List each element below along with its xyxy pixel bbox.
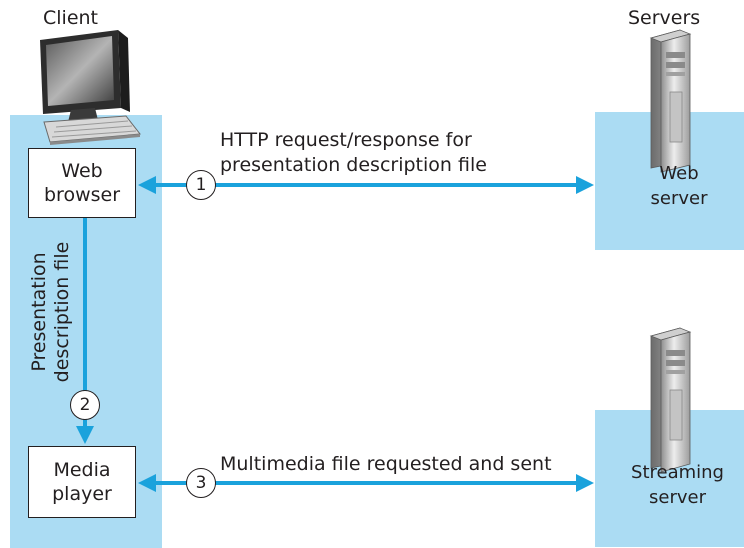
media-player-box: Media player: [28, 446, 136, 518]
step-3-marker: 3: [186, 468, 216, 498]
step-1-label-line-1: HTTP request/response for: [220, 129, 472, 151]
desktop-computer-icon: [40, 30, 141, 145]
step-3-arrow: [138, 474, 594, 492]
web-browser-label-line-1: Web: [61, 160, 103, 182]
media-player-label-line-1: Media: [53, 459, 111, 481]
step-2-marker: 2: [70, 390, 100, 420]
presentation-description-file-label: Presentation description file: [28, 232, 74, 392]
streaming-server-label-line-2: server: [649, 487, 706, 508]
step-3-label: Multimedia file requested and sent: [220, 453, 552, 475]
vertical-label-line-2: description file: [51, 241, 73, 383]
step-1-label-line-2: presentation description file: [220, 154, 487, 176]
web-server-label-line-2: server: [650, 188, 708, 209]
streaming-server-icon: [649, 327, 692, 473]
web-server-icon: [649, 29, 692, 173]
media-player-label-line-2: player: [52, 483, 112, 505]
servers-heading: Servers: [628, 7, 701, 29]
web-browser-box: Web browser: [28, 148, 136, 218]
step-1-arrow: [138, 176, 594, 194]
client-heading: Client: [43, 7, 99, 29]
web-server-label: Web server: [629, 161, 729, 211]
vertical-label-line-1: Presentation: [28, 252, 50, 372]
streaming-server-label: Streaming server: [610, 460, 744, 510]
web-server-label-line-1: Web: [659, 163, 699, 184]
step-1-marker: 1: [186, 170, 216, 200]
streaming-server-label-line-1: Streaming: [631, 462, 724, 483]
web-browser-label-line-2: browser: [43, 184, 121, 206]
